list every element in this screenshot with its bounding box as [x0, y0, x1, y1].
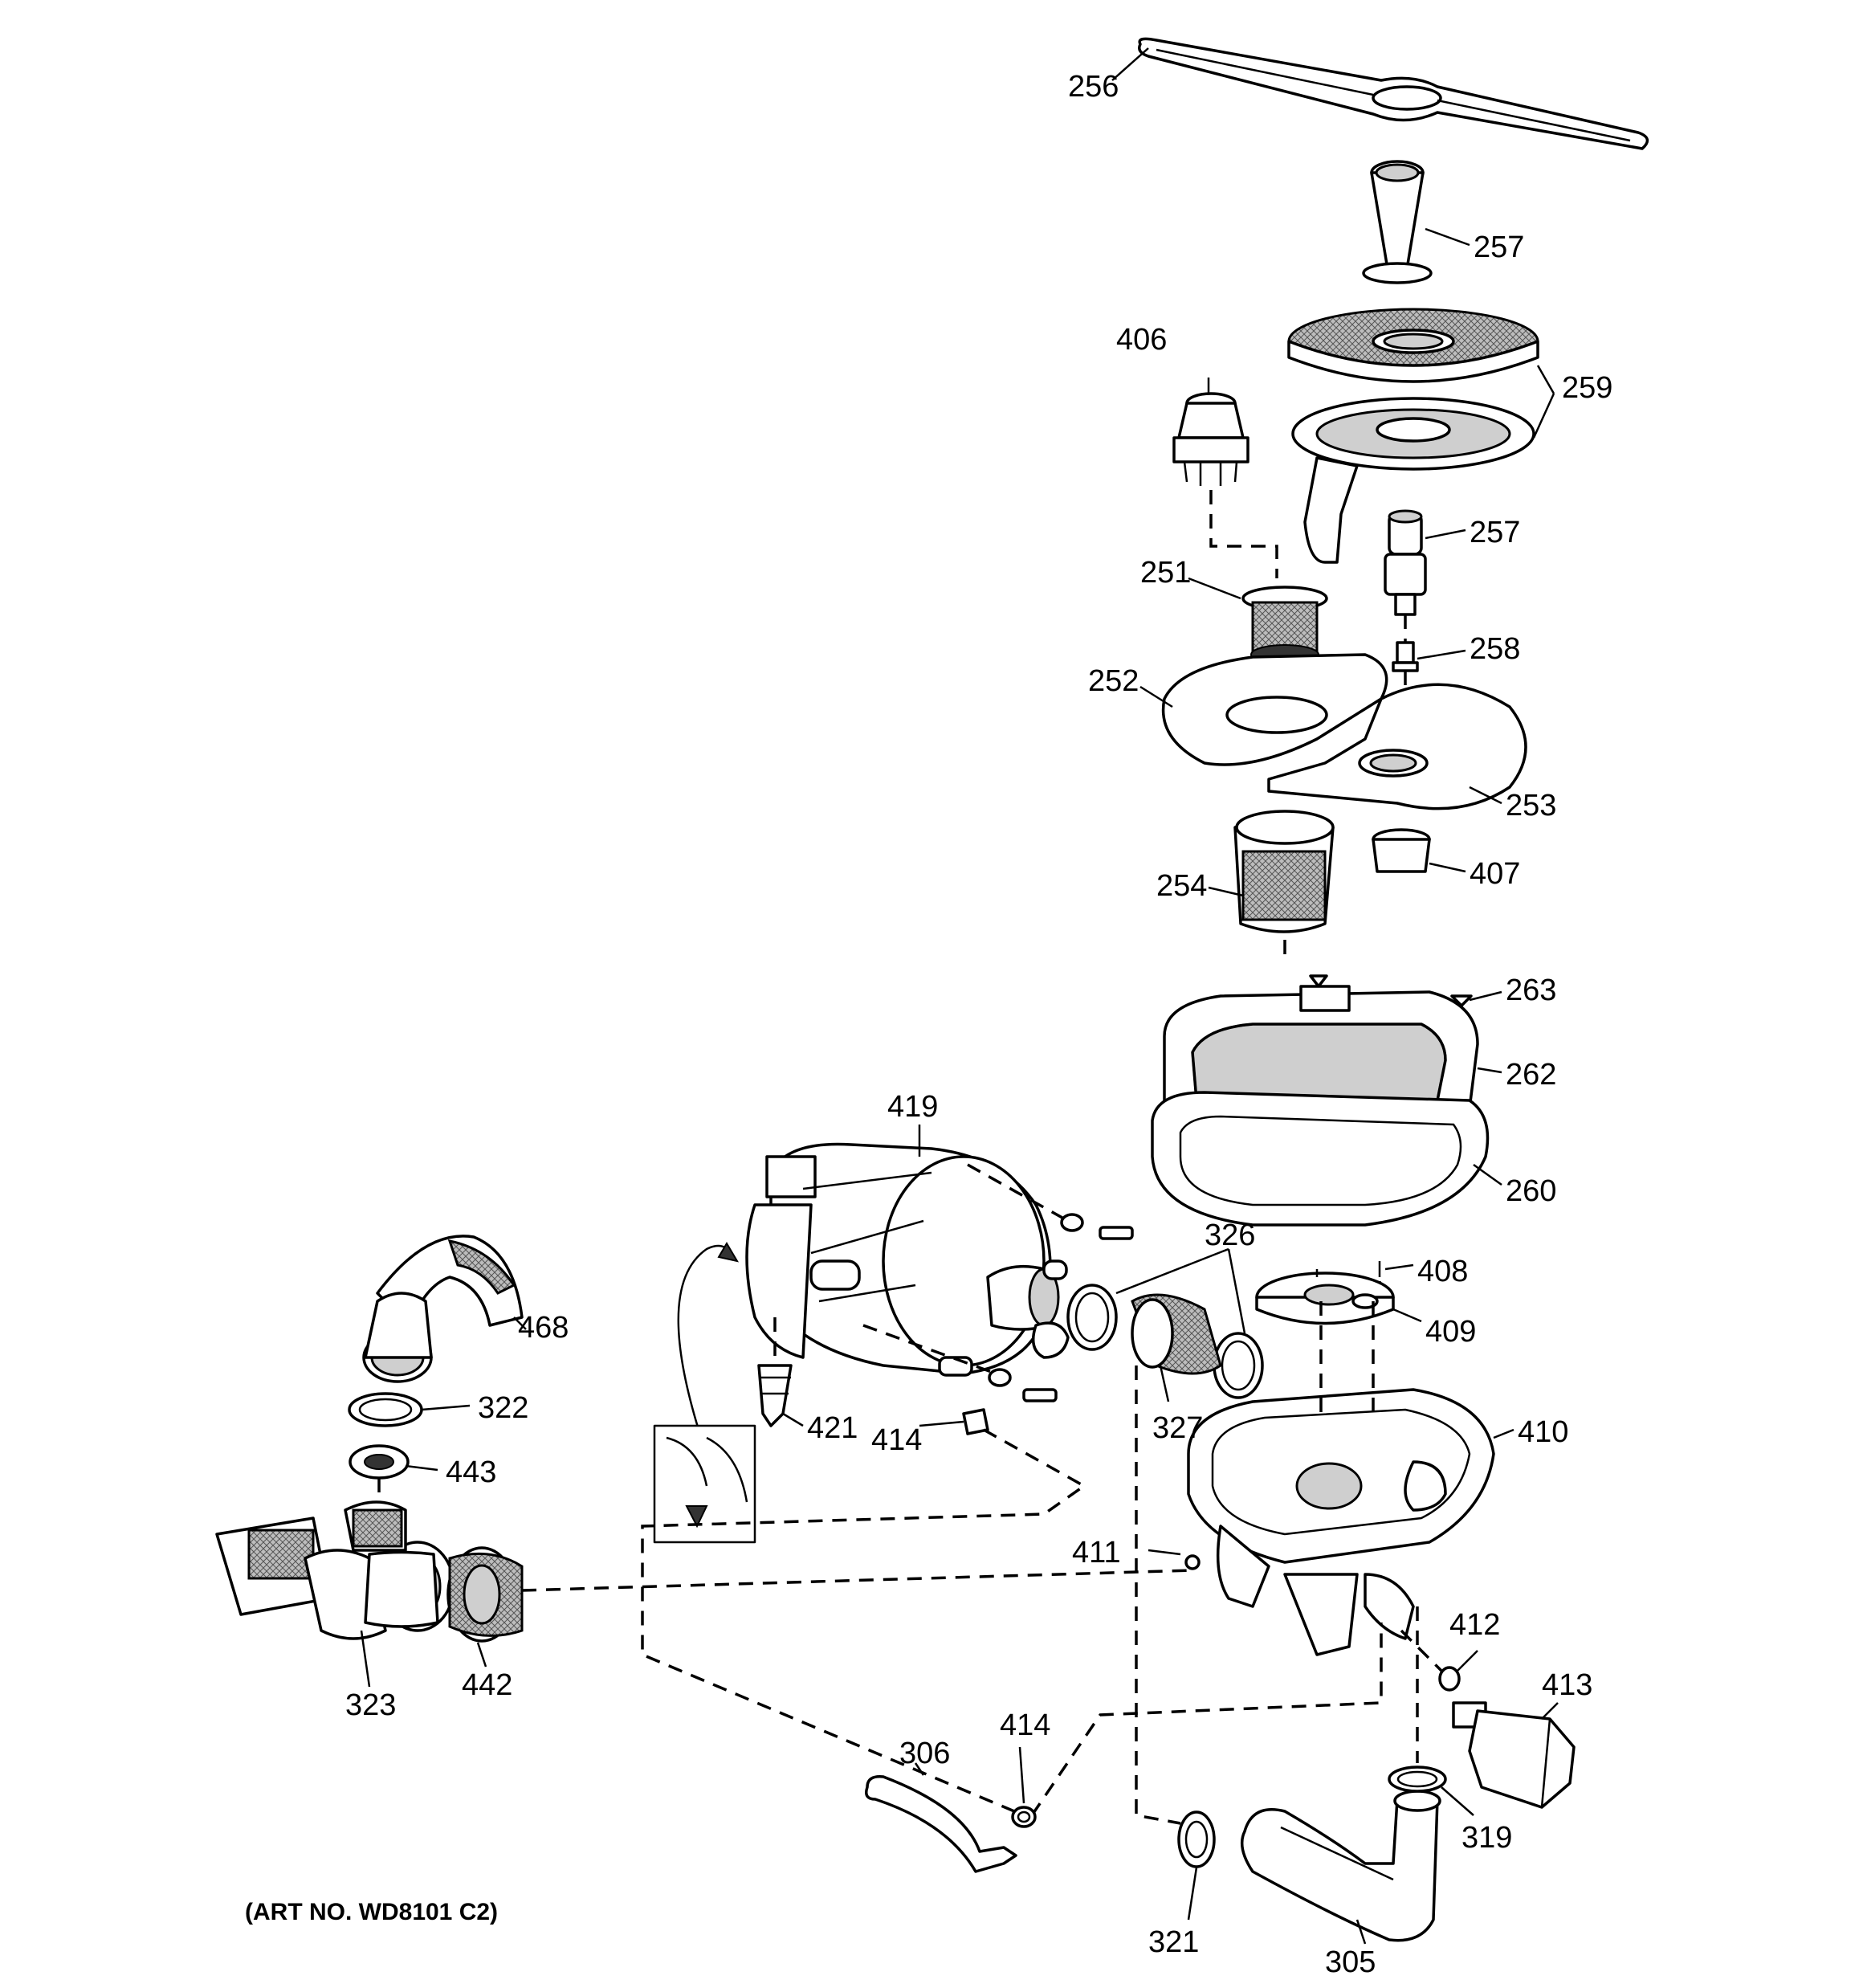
callout-327: 327: [1152, 1411, 1203, 1445]
coupler-442-part: [446, 1546, 524, 1643]
callout-257-lower: 257: [1470, 516, 1520, 549]
callout-256: 256: [1068, 70, 1119, 104]
callout-421: 421: [807, 1411, 858, 1445]
clamp-322-part: [348, 1392, 423, 1427]
part-421: [757, 1317, 793, 1427]
filter-cover-part: [1291, 397, 1535, 564]
callout-321: 321: [1148, 1925, 1199, 1959]
callout-259: 259: [1562, 371, 1612, 405]
callout-406: 406: [1116, 323, 1167, 357]
clamp-319-part: [1388, 1606, 1447, 1793]
sensor-413-part: [1452, 1701, 1576, 1809]
inset-arrow: [677, 1242, 740, 1431]
connection-line-main: [521, 1569, 1193, 1592]
hose-468-part: [362, 1235, 524, 1383]
screw-411-part: [1184, 1554, 1201, 1570]
clamp-414-upper: [641, 1408, 1087, 1817]
screw-258-part: [1392, 641, 1419, 707]
callout-262: 262: [1506, 1058, 1556, 1092]
callout-258: 258: [1470, 632, 1520, 666]
drain-hose-305-part: [1240, 1790, 1441, 1942]
lower-spray-tube-part: [1384, 509, 1427, 643]
callout-322: 322: [478, 1391, 528, 1425]
callout-414-upper: 414: [871, 1423, 922, 1457]
filter-254-part: [1233, 810, 1335, 964]
hose-327-part: [1131, 1293, 1222, 1375]
clamp-414-lower: [1011, 1806, 1037, 1828]
callout-319: 319: [1461, 1821, 1512, 1855]
callout-260: 260: [1506, 1174, 1556, 1208]
callout-306: 306: [899, 1737, 950, 1770]
callout-305: 305: [1325, 1945, 1376, 1979]
cap-406-part: [1172, 392, 1278, 578]
motor-screws: [862, 1163, 1134, 1402]
callout-323: 323: [345, 1688, 396, 1722]
leader-lines: [360, 47, 1559, 1945]
callout-407: 407: [1470, 857, 1520, 891]
callout-414-lower: 414: [1000, 1708, 1050, 1742]
callout-257-upper: 257: [1474, 231, 1524, 264]
callout-408: 408: [1417, 1255, 1468, 1288]
callout-442: 442: [462, 1668, 512, 1702]
callout-468: 468: [518, 1311, 569, 1345]
callout-252: 252: [1088, 664, 1139, 698]
callout-410: 410: [1518, 1415, 1568, 1449]
callout-409: 409: [1425, 1315, 1476, 1349]
art-number: (ART NO. WD8101 C2): [245, 1899, 498, 1925]
plate-253-part: [1267, 683, 1527, 810]
callout-254: 254: [1156, 869, 1207, 903]
callout-labels: 256 257 259 406 257 251 258 252 253 254 …: [345, 70, 1612, 1979]
callout-412: 412: [1449, 1608, 1500, 1642]
cap-407-part: [1372, 828, 1431, 873]
spray-arm-part: [1138, 37, 1649, 150]
upper-spray-tube-part: [1362, 160, 1433, 284]
callout-326: 326: [1205, 1219, 1255, 1252]
fine-filter-part: [1287, 308, 1539, 383]
callout-413: 413: [1542, 1668, 1592, 1702]
cover-409-part: [1255, 1269, 1395, 1337]
callout-419: 419: [887, 1090, 938, 1124]
callout-253: 253: [1506, 789, 1556, 823]
callout-251: 251: [1140, 556, 1191, 590]
hose-306-part: [865, 1623, 1383, 1873]
drain-pump-323-part: [215, 1500, 455, 1640]
clamp-321-part: [1135, 1365, 1216, 1868]
motor-pump-419-part: [745, 1125, 1070, 1377]
gasket-252-part: [1161, 653, 1388, 766]
sump-410-part: [1187, 1301, 1495, 1656]
oring-412-part: [1400, 1629, 1461, 1692]
callout-443: 443: [446, 1455, 496, 1489]
seal-443-part: [349, 1444, 410, 1494]
filter-251-part: [1241, 586, 1328, 763]
callout-263: 263: [1506, 974, 1556, 1007]
callout-411: 411: [1072, 1536, 1121, 1570]
gasket-260-part: [1151, 1091, 1490, 1227]
